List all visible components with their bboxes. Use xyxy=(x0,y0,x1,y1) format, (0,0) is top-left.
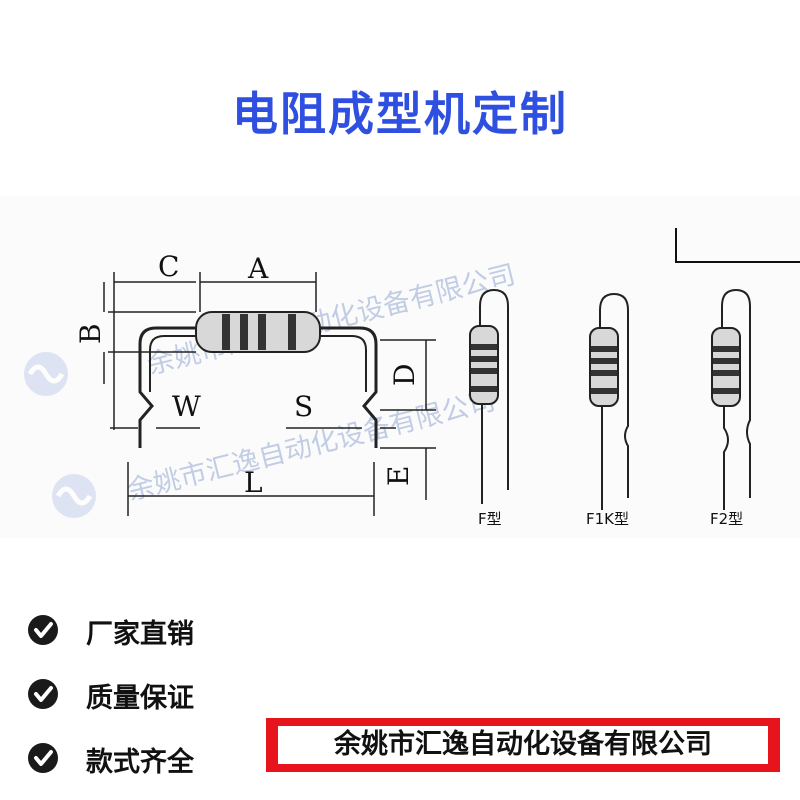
check-icon xyxy=(28,615,58,645)
label-w: W xyxy=(172,390,201,423)
corner-mark xyxy=(675,228,800,263)
page-title: 电阻成型机定制 xyxy=(232,87,568,141)
label-l: L xyxy=(244,466,263,499)
dimension-lines xyxy=(103,272,436,516)
feature-label: 款式齐全 xyxy=(86,747,194,778)
dimension-labels: C A B W S D E L xyxy=(74,250,421,499)
feature-label: 质量保证 xyxy=(86,683,194,714)
formed-resistor-drawing xyxy=(138,326,378,448)
label-e: E xyxy=(382,466,415,486)
feature-item: 款式齐全 xyxy=(28,740,268,780)
company-name: 余姚市汇逸自动化设备有限公司 xyxy=(278,726,768,764)
label-d: D xyxy=(388,364,421,386)
watermark-logo-icon xyxy=(52,474,96,518)
label-b: B xyxy=(74,323,107,344)
check-icon xyxy=(28,743,58,773)
diagram-background xyxy=(0,196,800,538)
f-type-label: F型 xyxy=(478,510,502,528)
company-name-box: 余姚市汇逸自动化设备有限公司 xyxy=(266,718,780,772)
check-icon xyxy=(28,679,58,709)
watermark: 余姚市汇逸自动化设备有限公司 余姚市汇逸自动化设备有限公司 xyxy=(24,259,518,518)
label-c: C xyxy=(158,250,179,283)
f1k-type-label: F1K型 xyxy=(586,510,629,528)
f1k-type-resistor xyxy=(589,292,629,510)
resistor-body xyxy=(195,311,321,353)
feature-item: 质量保证 xyxy=(28,676,268,716)
label-s: S xyxy=(294,390,313,423)
f2-type-label: F2型 xyxy=(710,510,743,528)
label-a: A xyxy=(247,252,269,285)
feature-label: 厂家直销 xyxy=(86,619,194,650)
f-type-resistor xyxy=(469,288,509,504)
f2-type-resistor xyxy=(711,288,751,510)
resistor-forming-diagram: 余姚市汇逸自动化设备有限公司 余姚市汇逸自动化设备有限公司 xyxy=(24,228,800,528)
watermark-logo-icon xyxy=(24,352,68,396)
feature-item: 厂家直销 xyxy=(28,612,268,652)
